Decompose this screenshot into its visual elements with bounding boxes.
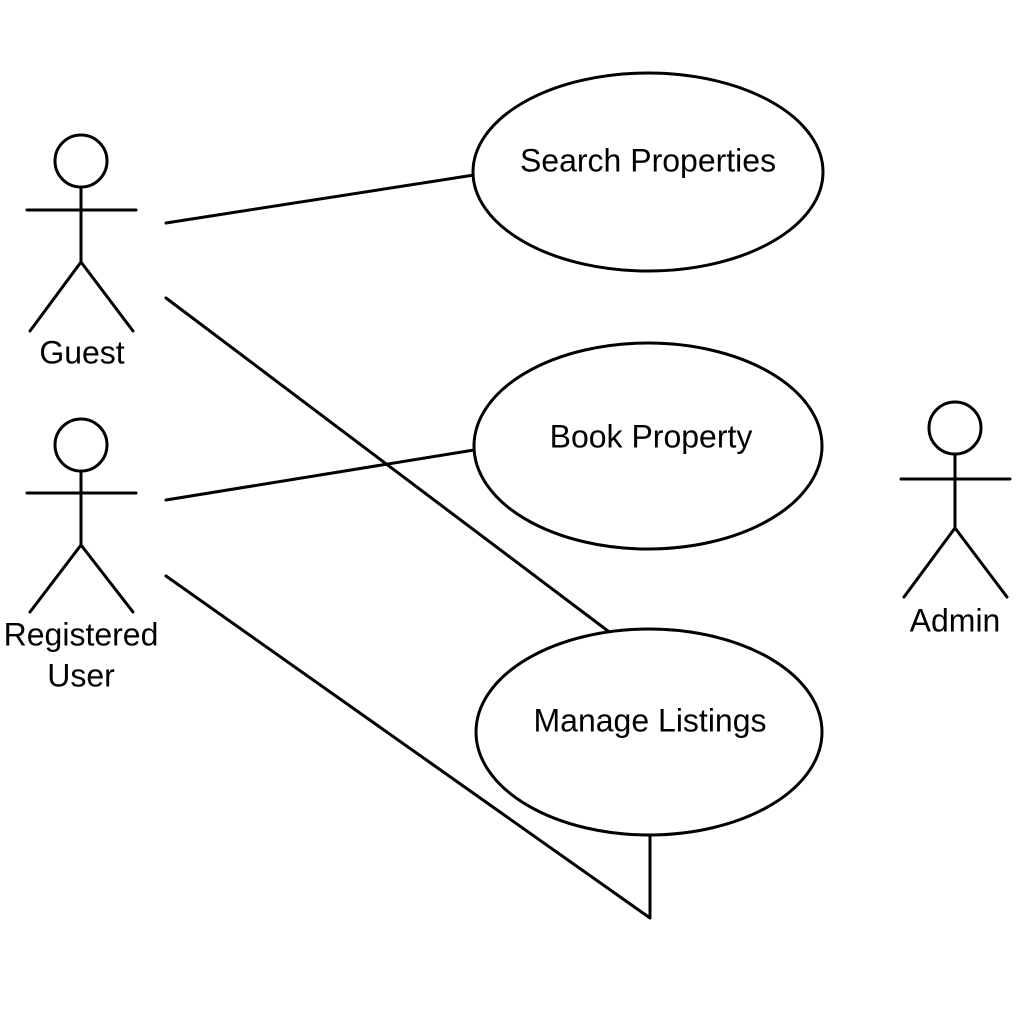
use-case-ellipse — [472, 341, 824, 551]
actor-label-line-2: User — [47, 657, 115, 693]
actor-guest[interactable]: Guest — [25, 133, 138, 370]
stick-figure-icon — [25, 417, 138, 614]
stick-figure-icon — [25, 133, 138, 333]
use-case-label: Manage Listings — [533, 702, 766, 738]
actor-label: Admin — [910, 602, 1001, 638]
associations — [164, 173, 652, 920]
stick-figure-icon — [899, 400, 1012, 599]
use-case-ellipse — [471, 71, 825, 273]
use-case-manage-listings[interactable]: Manage Listings — [474, 627, 824, 837]
use-case-ellipse — [474, 627, 824, 837]
association-guest-search-properties — [164, 173, 476, 225]
actor-admin[interactable]: Admin — [899, 400, 1012, 638]
association-registered-user-book-property — [164, 448, 476, 502]
association-registered-user-manage-listings — [164, 574, 652, 920]
use-case-search-properties[interactable]: Search Properties — [471, 71, 825, 273]
use-case-label: Book Property — [550, 418, 753, 454]
use-case-label: Search Properties — [520, 142, 776, 178]
actor-label-line-1: Registered — [4, 616, 159, 652]
actor-label: Guest — [39, 334, 124, 370]
actor-registered-user[interactable]: Registered User — [4, 417, 159, 693]
use-case-book-property[interactable]: Book Property — [472, 341, 824, 551]
